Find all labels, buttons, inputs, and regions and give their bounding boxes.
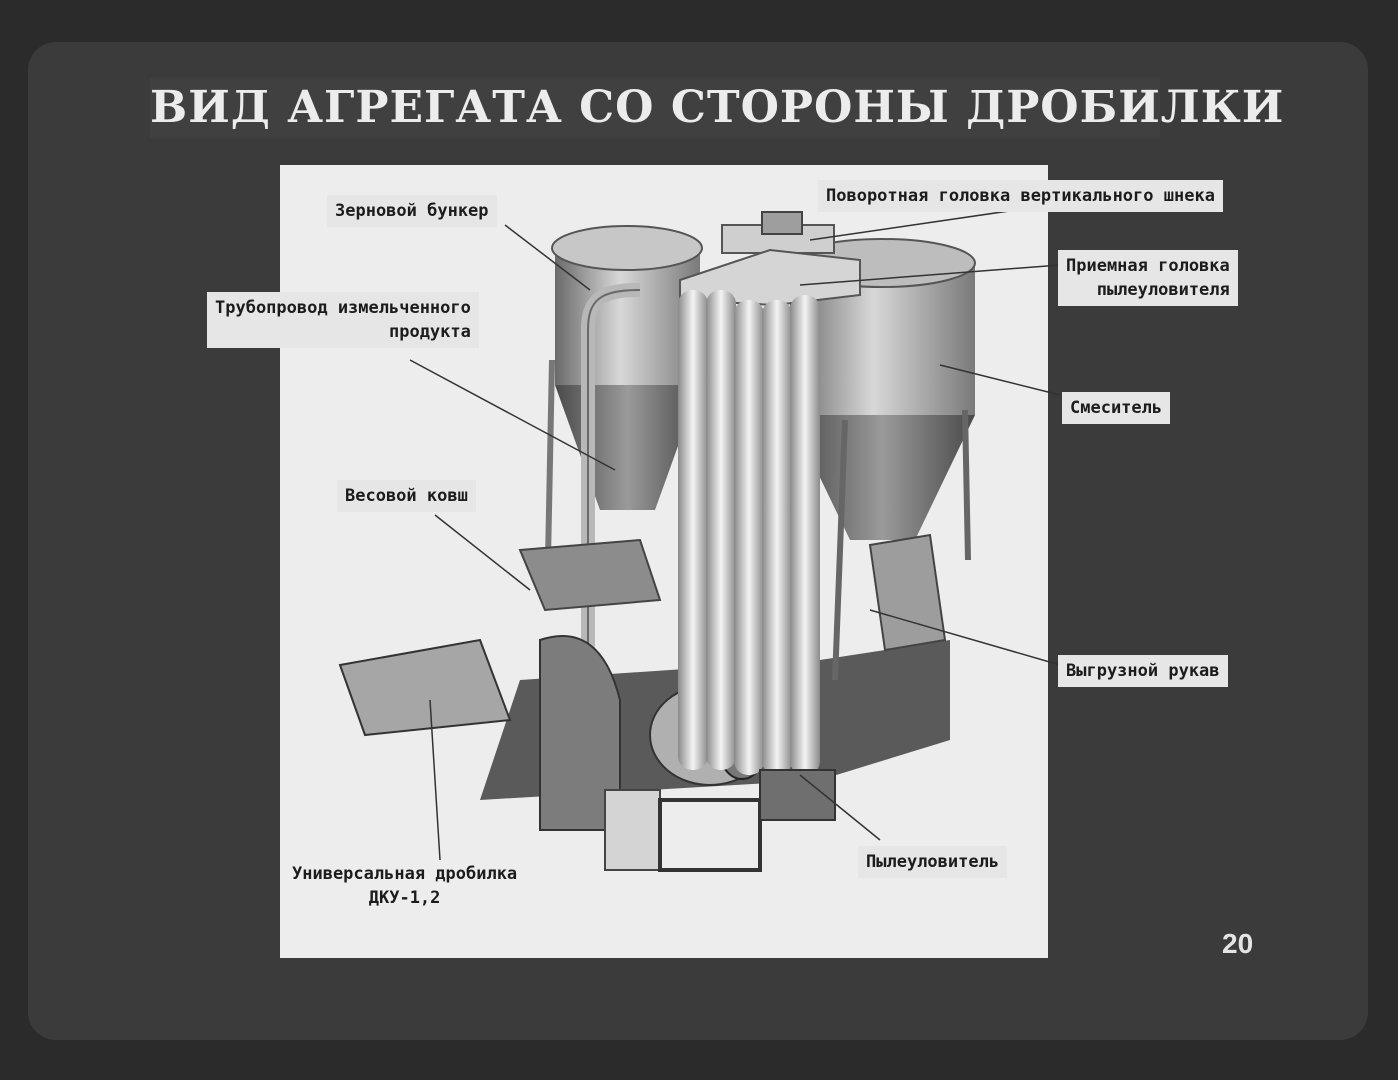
label-dust-collector: Пылеуловитель [858, 846, 1008, 878]
label-weighing-bucket: Весовой ковш [337, 480, 476, 512]
label-product-pipeline-line2: продукта [388, 322, 471, 342]
label-receiving-head-line1: Приемная головка [1066, 256, 1230, 276]
page-number: 20 [1222, 928, 1254, 959]
label-product-pipeline: Трубопровод измельченного продукта [207, 292, 479, 348]
label-unloading-sleeve: Выгрузной рукав [1058, 655, 1228, 687]
label-product-pipeline-line1: Трубопровод измельченного [215, 298, 471, 318]
label-universal-crusher-line1: Универсальная дробилка [292, 864, 518, 884]
label-receiving-head-line2: пылеуловителя [1096, 280, 1230, 300]
leader-lines [409, 204, 1061, 861]
weighing-bucket-illustration [518, 538, 662, 612]
label-universal-crusher: Универсальная дробилка ДКУ-1,2 [292, 862, 517, 910]
rotary-head-illustration [721, 211, 835, 254]
label-rotary-head: Поворотная головка вертикального шнека [818, 180, 1223, 212]
slide-title: ВИД АГРЕГАТА СО СТОРОНЫ ДРОБИЛКИ [150, 78, 1283, 138]
label-grain-bunker: Зерновой бункер [327, 195, 497, 227]
label-mixer: Смеситель [1062, 392, 1171, 424]
feed-chute [338, 638, 512, 737]
label-receiving-head: Приемная головка пылеуловителя [1058, 250, 1238, 306]
label-universal-crusher-line2: ДКУ-1,2 [368, 888, 441, 908]
dust-collector-illustration [678, 248, 861, 821]
